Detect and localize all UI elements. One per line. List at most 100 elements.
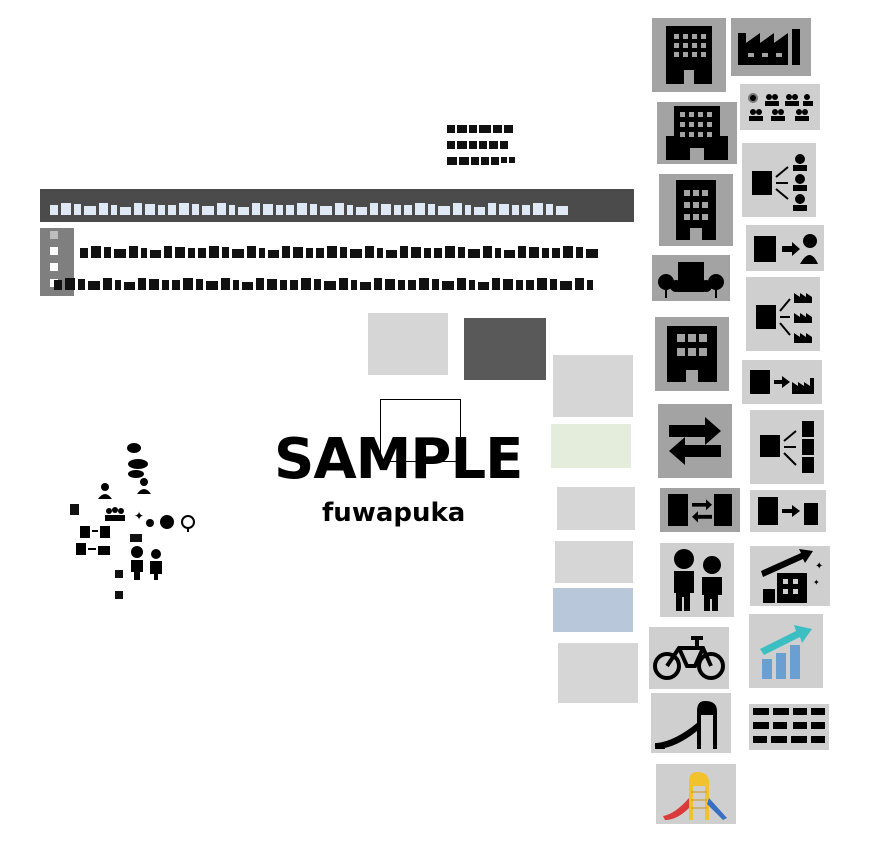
building-mini-icon (468, 249, 480, 258)
building-arrow-factory-icon (76, 540, 110, 559)
svg-text:✦: ✦ (815, 561, 823, 572)
building-arrow-person-icon (754, 234, 818, 264)
building-mini-icon (537, 278, 547, 290)
slide-tile (651, 693, 731, 753)
building-mini-icon (556, 206, 568, 215)
building-mini-icon (428, 204, 435, 215)
building-mini-icon (54, 280, 62, 290)
building-to-factories-icon (756, 293, 812, 343)
building-mini-icon (442, 281, 454, 290)
building-mini-icon (350, 249, 362, 258)
building-to-factories-tile (746, 277, 820, 351)
building-mini-icon (282, 246, 290, 258)
black-icon-row-1 (80, 244, 600, 258)
people-group-icon (748, 93, 813, 121)
building-arrow-person-tile (746, 225, 824, 271)
building-mini-icon (252, 203, 260, 215)
preview-sheet-grey (368, 313, 448, 375)
building-to-people-icon (752, 154, 807, 211)
building-mini-icon (458, 247, 465, 258)
building-mini-icon (478, 282, 489, 290)
building-mini-icon (202, 206, 214, 215)
building-mini-icon (495, 248, 501, 258)
office-block-tile (655, 317, 729, 391)
building-mini-icon (404, 205, 412, 215)
building-mini-icon (386, 250, 397, 258)
building-mini-icon (320, 206, 332, 215)
building-mini-icon (175, 247, 185, 258)
colored-slide-tile (656, 764, 736, 824)
tree-icon (145, 514, 195, 536)
building-mini-icon (503, 279, 513, 290)
colored-slide-icon (663, 772, 727, 820)
factory-tile (731, 18, 811, 76)
building-exchange-building-icon (668, 494, 732, 526)
building-mini-icon (168, 205, 176, 215)
building-mini-icon (424, 248, 431, 258)
preview-sheet-blue (553, 588, 633, 632)
building-small-icon (70, 504, 79, 515)
cloud-icon (124, 440, 152, 482)
black-icon-row-2 (54, 276, 604, 290)
building-mini-icon (99, 203, 108, 215)
building-mini-icon (335, 203, 344, 215)
building-exchange-building-icon (80, 523, 110, 542)
preview-sheet-lines (557, 487, 635, 530)
building-mini-icon (84, 206, 96, 215)
building-mini-icon (172, 280, 180, 290)
building-mini-icon (327, 246, 337, 258)
building-mini-icon (469, 280, 475, 290)
building-mini-icon (267, 279, 277, 290)
building-mini-icon (377, 248, 383, 258)
building-mini-icon (164, 246, 172, 258)
office-building-icon (666, 26, 712, 84)
building-to-buildings-tile (750, 410, 824, 484)
icon-set-grid-tile (749, 704, 829, 750)
building-mini-icon (232, 249, 244, 258)
building-mini-icon (560, 281, 572, 290)
building-mini-icon (111, 205, 117, 215)
building-mini-icon (145, 204, 155, 215)
building-tall-tile (659, 174, 733, 246)
building-mini-icon (286, 205, 294, 215)
people-group-tile (740, 84, 820, 130)
building-mini-icon (192, 204, 199, 215)
svg-text:✦: ✦ (813, 578, 820, 587)
small-icon-cluster-top (447, 125, 537, 169)
building-growth-icon: ✦✦ (761, 549, 823, 603)
building-mini-icon (222, 247, 229, 258)
building-mini-icon (465, 205, 471, 215)
building-mini-icon (150, 250, 161, 258)
watermark-subtitle: fuwapuka (322, 498, 466, 528)
preview-sheet-houses (558, 643, 638, 703)
office-building-tile (652, 18, 726, 92)
building-mini-icon (457, 278, 466, 290)
growth-chart-icon (760, 625, 812, 679)
building-mini-icon (351, 280, 357, 290)
building-mini-icon (411, 247, 421, 258)
building-trees-tile (652, 255, 730, 301)
building-mini-icon (74, 204, 81, 215)
dark-strip-icons (50, 199, 595, 215)
building-mini-icon (576, 247, 583, 258)
bicycle-icon (653, 636, 725, 680)
building-mini-icon (120, 207, 131, 215)
building-mini-icon (91, 246, 101, 258)
building-mini-icon (316, 248, 324, 258)
building-mini-icon (314, 279, 321, 290)
building-mini-icon (129, 246, 138, 258)
building-mini-icon (242, 282, 253, 290)
building-mini-icon (434, 248, 442, 258)
building-mini-icon (280, 280, 287, 290)
building-mini-icon (453, 203, 462, 215)
building-mini-icon (247, 246, 256, 258)
building-mini-icon (50, 205, 58, 215)
building-mini-icon (474, 207, 485, 215)
sparkle-icon: ✦ (134, 509, 145, 523)
building-mini-icon (61, 203, 71, 215)
preview-sheet-green (551, 424, 631, 468)
building-arrow-factory-icon (750, 370, 814, 394)
building-mini-icon (408, 280, 416, 290)
building-mini-icon (374, 278, 382, 290)
building-mini-icon (381, 204, 391, 215)
